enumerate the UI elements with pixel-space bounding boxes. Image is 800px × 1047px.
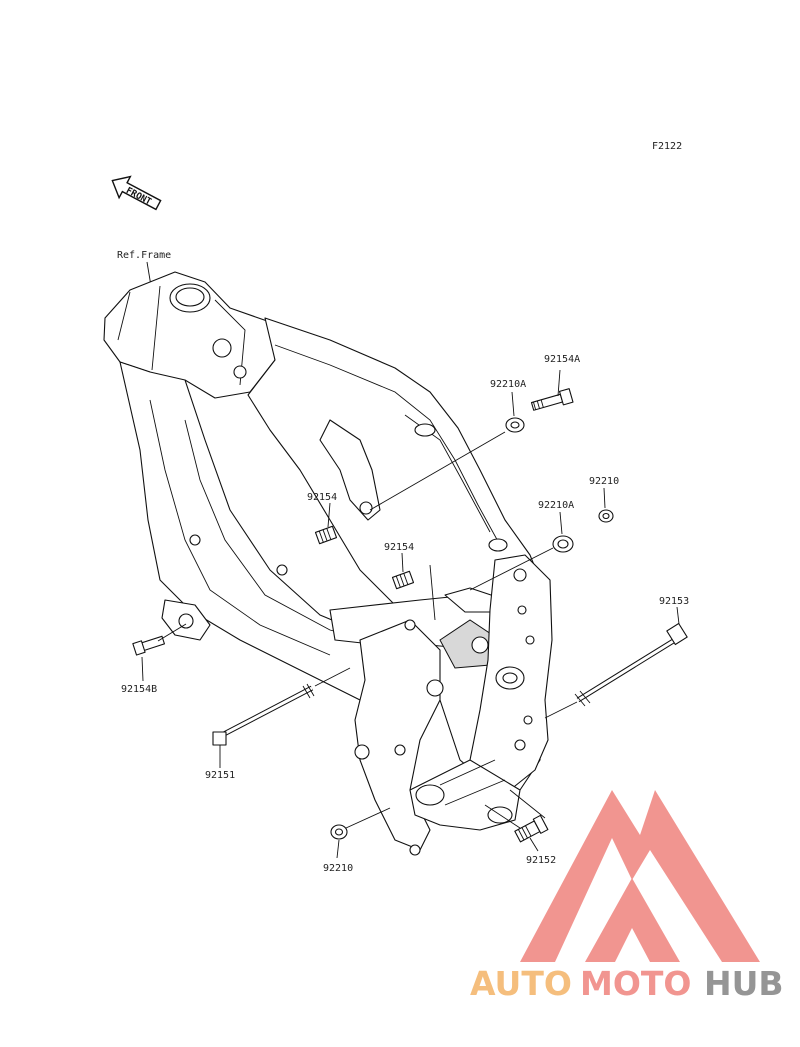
leader-lines [141,369,680,859]
collar-92154-mid-icon [391,570,415,590]
nut-92210-right-icon [598,509,614,523]
automotohub-logo: AUTO MOTO HUB [470,790,784,1003]
logo-text-hub: HUB [704,964,784,1003]
motorcycle-frame [103,271,553,856]
part-label: 92152 [526,855,556,866]
part-label: 92154 [307,492,337,503]
logo-text-moto: MOTO [580,964,691,1003]
bolt-92154B-icon [132,635,166,656]
part-label: 92153 [659,596,689,607]
collar-92154-left-icon [314,525,338,545]
nut-92210A-upper-icon [505,417,525,433]
part-label: 92210 [323,863,353,874]
collar-92210A-icon [552,535,574,553]
diagram-code: F2122 [652,141,682,152]
bolt-92152-icon [514,814,549,843]
logo-text-auto: AUTO [470,964,572,1003]
part-label: 92154A [544,354,580,365]
bolt-92151-icon [212,683,315,746]
front-arrow-icon: FRONT [111,175,162,211]
bolt-92153-icon [574,622,688,707]
part-label: 92210A [490,379,526,390]
part-label: 92210 [589,476,619,487]
nut-92210-bottom-icon [330,824,348,840]
part-label: 92151 [205,770,235,781]
part-label: 92210A [538,500,574,511]
ref-frame-label: Ref.Frame [117,250,171,261]
bolt-92154A-icon [530,388,574,411]
part-label: 92154B [121,684,157,695]
part-label: 92154 [384,542,414,553]
